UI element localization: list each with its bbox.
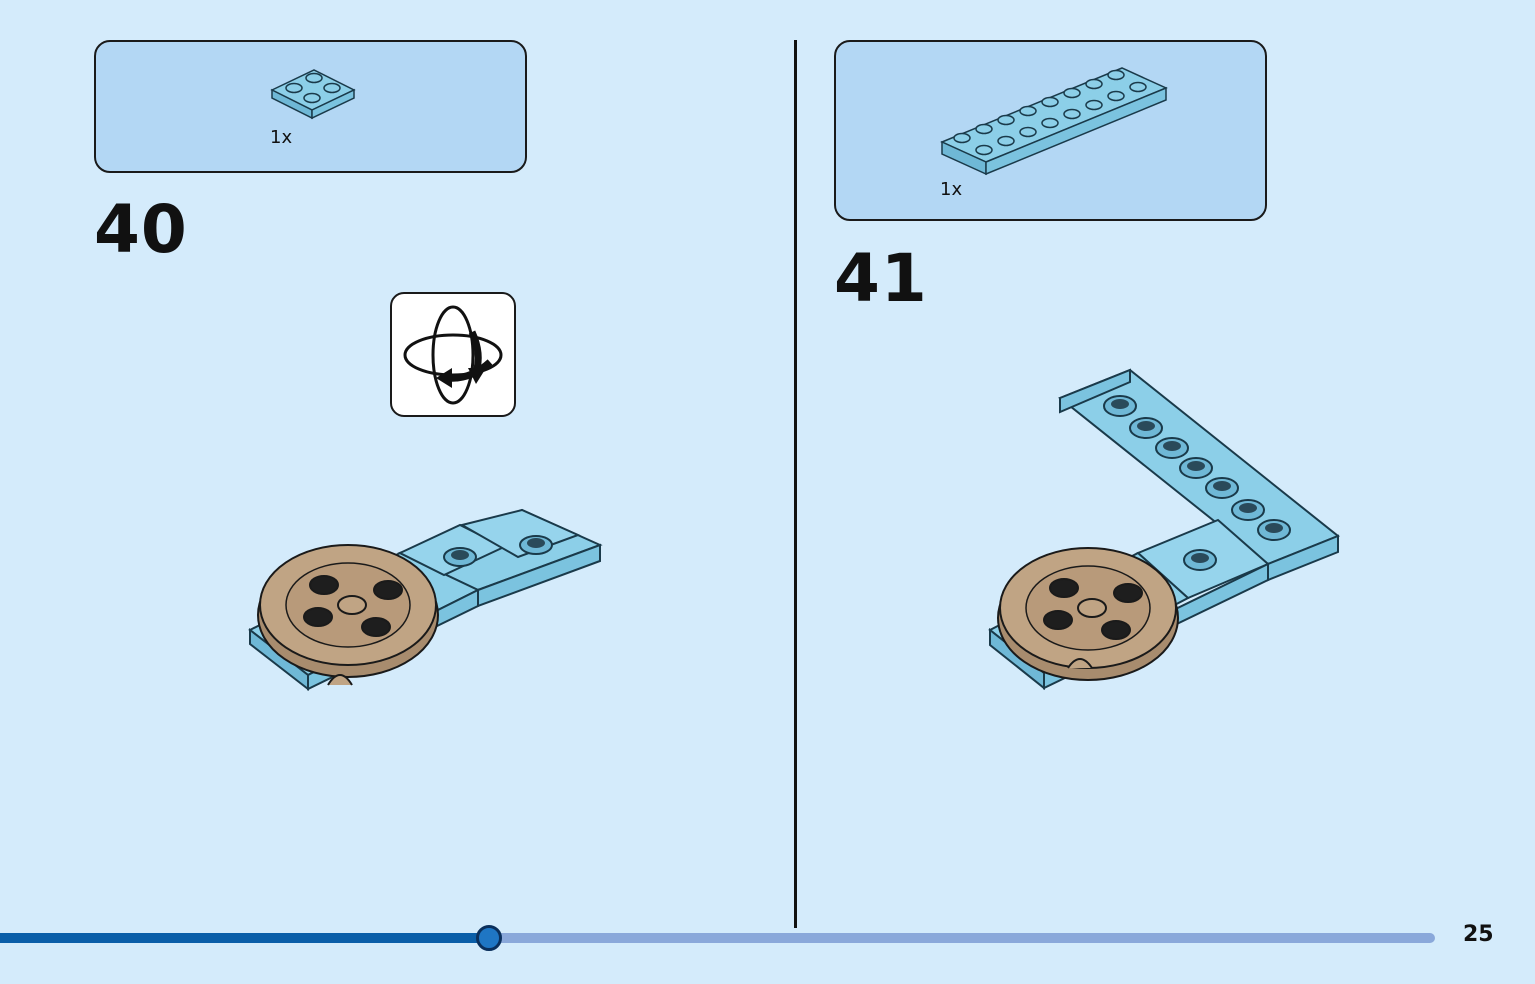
part-quantity: 1x	[270, 127, 293, 148]
model-assembly-step-40	[248, 508, 603, 692]
rotate-model-callout	[390, 292, 516, 417]
part-quantity: 1x	[940, 179, 963, 200]
plate-2x2-icon	[270, 69, 356, 120]
progress-bar[interactable]	[0, 925, 1435, 951]
progress-handle[interactable]	[475, 925, 502, 951]
model-assembly-step-41	[988, 368, 1340, 691]
step-number: 41	[834, 240, 928, 317]
page-number: 25	[1463, 922, 1494, 947]
progress-fill	[0, 933, 488, 943]
page-divider	[794, 40, 797, 928]
parts-callout-step-40: 1x	[94, 40, 527, 173]
rotate-model-icon	[403, 305, 503, 405]
plate-2x8-icon	[940, 67, 1168, 176]
step-number: 40	[94, 191, 188, 268]
parts-callout-step-41: 1x	[834, 40, 1267, 221]
